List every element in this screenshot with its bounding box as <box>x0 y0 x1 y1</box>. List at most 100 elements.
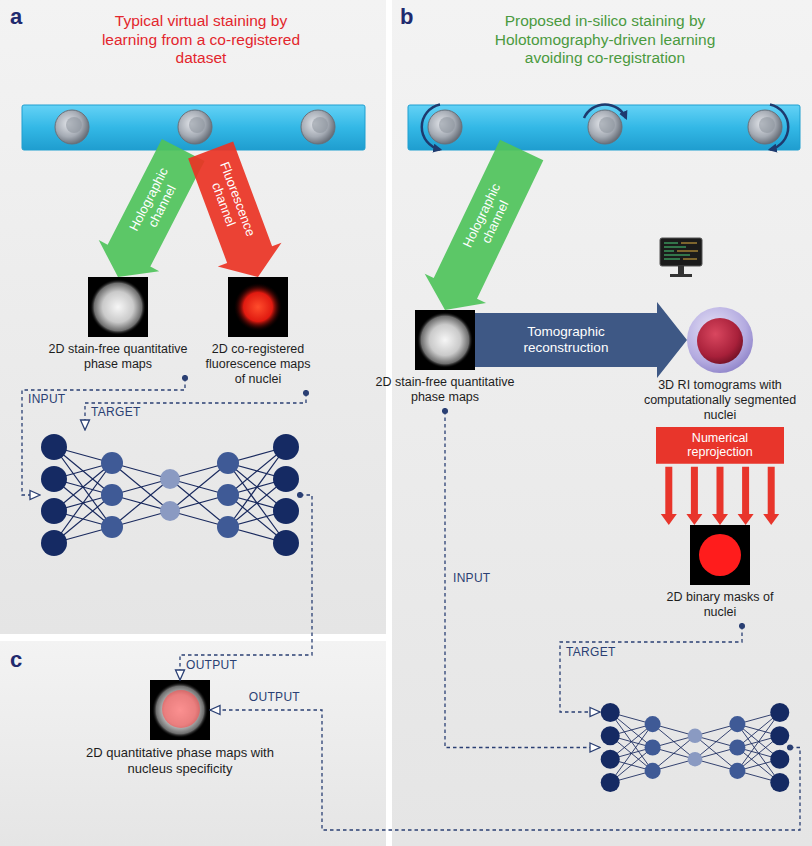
screen-code <box>677 243 698 259</box>
block-arrow <box>475 302 687 378</box>
cell-band <box>22 105 365 150</box>
cell-nucleus <box>66 117 82 133</box>
image-frame <box>415 310 475 370</box>
computer-icon <box>660 238 702 277</box>
figure-panel: b Proposed in-silico staining by Holotomo… <box>392 0 812 846</box>
rotation-arrow <box>584 104 626 118</box>
reprojection-ray <box>686 467 702 525</box>
phase-map-cell <box>417 312 473 368</box>
dashed-connector <box>180 495 312 680</box>
cell-icon <box>588 110 622 144</box>
phase-map-cell <box>90 279 146 335</box>
cell-icon <box>428 110 462 144</box>
tomogram-nucleus <box>697 318 743 364</box>
mask-image <box>690 525 750 585</box>
dashed-line <box>22 378 185 495</box>
block-arrow <box>425 140 544 310</box>
image-node: 2D stain-free quantitative phase maps <box>370 310 520 405</box>
fluorescence-image <box>228 277 288 337</box>
image-frame <box>690 525 750 585</box>
image-frame <box>687 307 753 373</box>
edge-label: TARGET <box>91 406 141 419</box>
block-arrow-shape <box>425 140 544 310</box>
edge-label: Holographic channel <box>455 171 522 267</box>
image-node: 2D quantitative phase maps with nucleus … <box>85 680 275 776</box>
dashed-line <box>560 626 742 712</box>
cell-band <box>408 105 800 150</box>
image-caption: 2D quantitative phase maps with nucleus … <box>85 745 275 776</box>
image-node: 2D co-registered fluorescence maps of nu… <box>200 277 316 387</box>
monitor-stand <box>678 266 684 274</box>
cell-nucleus <box>759 117 775 133</box>
rotation-arrows <box>422 104 788 149</box>
image-node: 2D binary masks of nuclei <box>655 525 785 620</box>
label-slot: TARGET <box>91 406 141 419</box>
block-arrow <box>656 427 784 525</box>
neural-network-icon <box>41 434 299 556</box>
cell-channel <box>408 105 800 150</box>
text-slot: b <box>400 4 413 30</box>
cell-icon <box>55 110 89 144</box>
edge-label: Tomographic reconstruction <box>491 324 641 355</box>
panel-ground <box>0 0 386 634</box>
mask-nucleus <box>699 534 741 576</box>
panel-letter: a <box>10 4 22 30</box>
panel-title: Proposed in-silico staining by Holotomog… <box>480 12 730 68</box>
block-arrow-shape <box>475 302 687 378</box>
block-arrow <box>188 142 281 277</box>
fluorescence-nucleus <box>234 283 282 331</box>
reprojection-box <box>656 427 784 464</box>
reprojection-ray <box>763 467 779 525</box>
image-caption: 2D stain-free quantitative phase maps <box>370 375 520 405</box>
dashed-connector <box>560 626 742 712</box>
image-caption: 2D stain-free quantitative phase maps <box>43 342 193 372</box>
edge-label: Numerical reprojection <box>668 431 772 460</box>
monitor-screen <box>660 238 702 266</box>
edge-label: Fluorescence channel <box>200 154 260 251</box>
dashed-connector <box>85 393 306 430</box>
cell-icons <box>428 110 782 144</box>
label-slot: OUTPUT <box>249 691 300 704</box>
text-slot: c <box>10 647 22 673</box>
image-frame <box>228 277 288 337</box>
edge-label: Holographic channel <box>122 155 191 250</box>
edge-label: OUTPUT <box>186 659 237 672</box>
image-caption: 2D binary masks of nuclei <box>655 590 785 620</box>
edge-label: TARGET <box>566 646 616 659</box>
label-slot: Tomographic reconstruction <box>491 324 641 355</box>
label-slot: Holographic channel <box>122 155 191 250</box>
text-slot: a <box>10 4 22 30</box>
panel-ground <box>0 641 386 846</box>
phase-map-image <box>415 310 475 370</box>
cell-nucleus <box>439 117 455 133</box>
dashed-connector <box>210 710 800 830</box>
reprojection-ray <box>738 467 754 525</box>
neural-network <box>40 430 300 560</box>
image-node: 2D stain-free quantitative phase maps <box>43 277 193 372</box>
block-arrow-shape <box>188 142 281 277</box>
label-slot: Numerical reprojection <box>668 431 772 460</box>
monitor-base <box>670 274 692 277</box>
phase-map-image <box>88 277 148 337</box>
edge-label: INPUT <box>453 572 491 585</box>
image-frame <box>150 680 210 740</box>
neural-network <box>600 700 790 795</box>
cell-icon <box>301 110 335 144</box>
image-node: 3D RI tomograms with computationally seg… <box>634 307 806 423</box>
cell-channel <box>22 105 365 150</box>
figure-panel: aTypical virtual staining by learning fr… <box>0 0 386 634</box>
output-image <box>150 680 210 740</box>
label-slot: OUTPUT <box>186 659 237 672</box>
image-caption: 3D RI tomograms with computationally seg… <box>634 378 806 423</box>
cell-nucleus <box>189 117 205 133</box>
label-slot: INPUT <box>28 393 66 406</box>
label-slot: Fluorescence channel <box>200 154 260 251</box>
label-slot: Holographic channel <box>455 171 522 267</box>
cell-nucleus <box>599 117 615 133</box>
reprojection-ray <box>661 467 677 525</box>
reprojection-ray <box>712 467 728 525</box>
image-frame <box>88 277 148 337</box>
panel-letter: b <box>400 4 413 30</box>
cell-icon <box>178 110 212 144</box>
